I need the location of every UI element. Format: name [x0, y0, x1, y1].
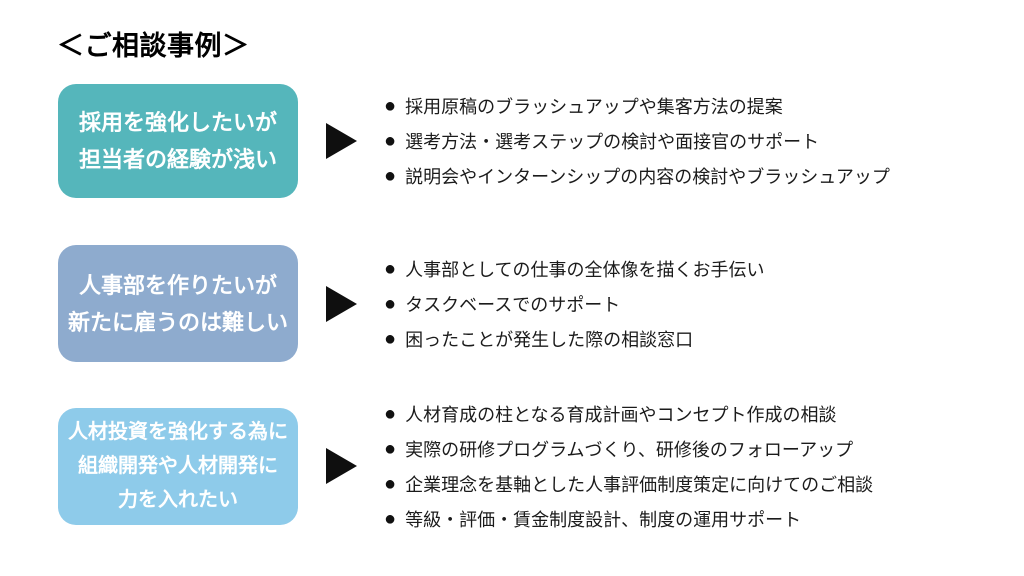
arrow-right-icon — [326, 448, 357, 484]
solution-text: 実際の研修プログラムづくり、研修後のフォローアップ — [405, 439, 854, 460]
case-box-line: 力を入れたい — [118, 489, 238, 511]
bullet-icon: ● — [384, 165, 397, 187]
case-box-line: 採用を強化したいが — [78, 110, 277, 135]
consultation-row-hr-department: 人事部を作りたいが 新たに雇うのは難しい ● 人事部としての仕事の全体像を描くお… — [58, 245, 765, 362]
list-item: ● 企業理念を基軸とした人事評価制度策定に向けてのご相談 — [384, 466, 873, 501]
list-item: ● 人事部としての仕事の全体像を描くお手伝い — [384, 251, 765, 286]
solution-text: 人材育成の柱となる育成計画やコンセプト作成の相談 — [405, 404, 837, 425]
case-box-line: 新たに雇うのは難しい — [67, 309, 288, 335]
bullet-icon: ● — [384, 292, 397, 315]
consultation-row-recruiting: 採用を強化したいが 担当者の経験が浅い ● 採用原稿のブラッシュアップや集客方法… — [58, 84, 890, 198]
list-item: ● 人材育成の柱となる育成計画やコンセプト作成の相談 — [384, 396, 873, 431]
solution-text: タスクベースでのサポート — [405, 294, 621, 315]
solution-text: 人事部としての仕事の全体像を描くお手伝い — [405, 259, 765, 280]
bullet-icon: ● — [384, 437, 397, 460]
arrow-right-icon — [326, 285, 357, 322]
case-box-line: 組織開発や人材開発に — [78, 455, 278, 477]
case-box-line: 担当者の経験が浅い — [78, 147, 277, 172]
bullet-icon: ● — [384, 402, 397, 425]
bullet-icon: ● — [384, 257, 397, 280]
consultation-row-talent-development: 人材投資を強化する為に 組織開発や人材開発に 力を入れたい ● 人材育成の柱とな… — [58, 396, 873, 536]
bullet-icon: ● — [384, 327, 397, 350]
solution-list: ● 人材育成の柱となる育成計画やコンセプト作成の相談 ● 実際の研修プログラムづ… — [384, 396, 873, 536]
bullet-icon: ● — [384, 507, 397, 530]
case-box-hr-department: 人事部を作りたいが 新たに雇うのは難しい — [58, 245, 298, 362]
solution-text: 採用原稿のブラッシュアップや集客方法の提案 — [405, 97, 783, 117]
list-item: ● 説明会やインターンシップの内容の検討やブラッシュアップ — [384, 159, 890, 194]
solution-text: 困ったことが発生した際の相談窓口 — [405, 329, 694, 350]
list-item: ● 選考方法・選考ステップの検討や面接官のサポート — [384, 124, 890, 159]
bullet-icon: ● — [384, 130, 397, 152]
solution-text: 説明会やインターンシップの内容の検討やブラッシュアップ — [405, 167, 890, 187]
list-item: ● 実際の研修プログラムづくり、研修後のフォローアップ — [384, 431, 873, 466]
list-item: ● タスクベースでのサポート — [384, 286, 765, 321]
case-box-line: 人材投資を強化する為に — [68, 421, 288, 443]
case-box-line: 人事部を作りたいが — [78, 272, 277, 298]
list-item: ● 等級・評価・賃金制度設計、制度の運用サポート — [384, 501, 873, 536]
solution-list: ● 人事部としての仕事の全体像を描くお手伝い ● タスクベースでのサポート ● … — [384, 251, 765, 356]
list-item: ● 採用原稿のブラッシュアップや集客方法の提案 — [384, 89, 890, 124]
page-title: ＜ご相談事例＞ — [57, 31, 250, 61]
solution-text: 企業理念を基軸とした人事評価制度策定に向けてのご相談 — [405, 474, 874, 495]
list-item: ● 困ったことが発生した際の相談窓口 — [384, 321, 765, 356]
bullet-icon: ● — [384, 472, 397, 495]
case-box-talent-development: 人材投資を強化する為に 組織開発や人材開発に 力を入れたい — [58, 407, 298, 525]
solution-text: 等級・評価・賃金制度設計、制度の運用サポート — [405, 509, 802, 530]
arrow-right-icon — [326, 123, 357, 159]
bullet-icon: ● — [384, 95, 397, 117]
solution-list: ● 採用原稿のブラッシュアップや集客方法の提案 ● 選考方法・選考ステップの検討… — [384, 89, 890, 194]
case-box-recruiting: 採用を強化したいが 担当者の経験が浅い — [58, 84, 298, 198]
solution-text: 選考方法・選考ステップの検討や面接官のサポート — [405, 132, 820, 152]
